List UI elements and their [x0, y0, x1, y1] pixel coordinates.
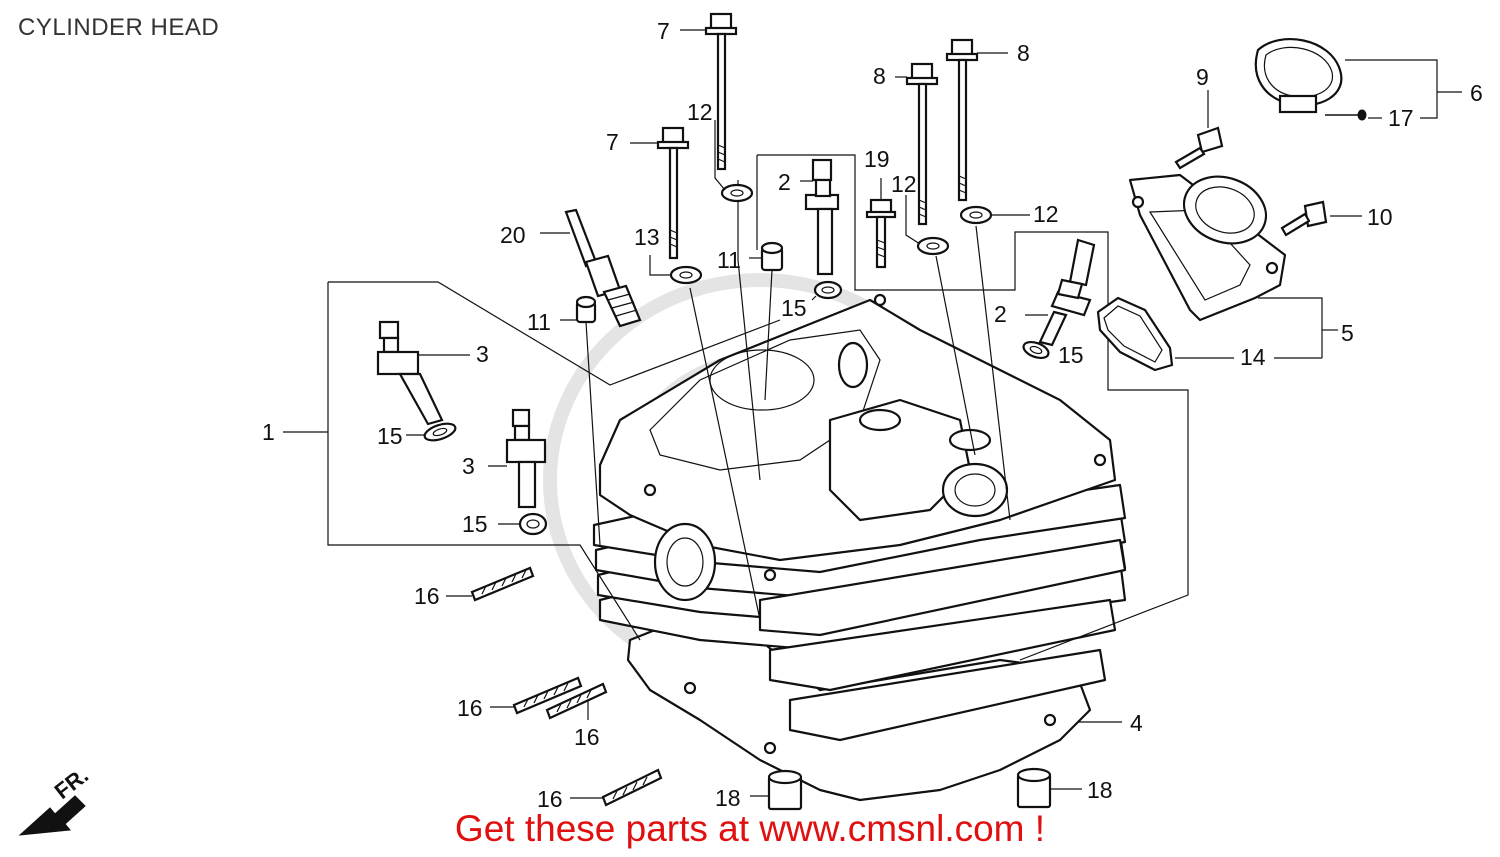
o-ring-15d: [1022, 340, 1050, 360]
bolt-10: [1280, 200, 1362, 237]
callout-2b: 2: [994, 301, 1007, 327]
assembly-bracket-1: [283, 281, 781, 641]
dowel-pin-18a: [750, 769, 803, 811]
assembly-bracket-2: [756, 154, 1189, 661]
front-label: FR.: [50, 762, 93, 804]
callout-labels: 7 7 8 8 9 6 17 10 12 12 12 2 2 19 20 13 …: [262, 18, 1483, 812]
callout-7a: 7: [657, 18, 670, 44]
callout-7b: 7: [606, 129, 619, 155]
washer-13: [649, 255, 703, 285]
bolt-9: [1174, 90, 1224, 170]
callout-17: 17: [1388, 105, 1414, 131]
head-bolt-7b: [630, 126, 761, 621]
valve-guide-3b: [488, 408, 547, 509]
callout-2a: 2: [778, 169, 791, 195]
callout-4: 4: [1130, 710, 1143, 736]
callout-11b: 11: [527, 309, 551, 335]
callout-5: 5: [1341, 320, 1354, 346]
dowel-pin-18b: [1016, 767, 1082, 809]
callout-15b: 15: [462, 511, 488, 537]
o-ring-15a: [406, 422, 457, 442]
callout-13: 13: [634, 224, 660, 250]
head-bolt-8a: [895, 62, 976, 456]
cap-nut-11a: [749, 241, 784, 401]
assembly-bracket-6: [1345, 59, 1462, 119]
callout-16b: 16: [457, 695, 483, 721]
o-ring-15b: [498, 512, 548, 536]
callout-20: 20: [500, 222, 526, 248]
callout-15d: 15: [1058, 342, 1084, 368]
callout-16a: 16: [414, 583, 440, 609]
stud-16a: [446, 566, 535, 602]
callout-3b: 3: [462, 453, 475, 479]
o-ring-14: [1096, 296, 1234, 372]
page-title: CYLINDER HEAD: [18, 14, 220, 41]
washer-12a: [714, 120, 754, 203]
bolt-19: [865, 178, 897, 269]
callout-12a: 12: [687, 99, 713, 125]
valve-guide-2b: [1025, 238, 1096, 347]
valve-guide-2a: [800, 158, 840, 276]
callout-12b: 12: [891, 171, 917, 197]
front-direction-arrow-icon: [18, 795, 86, 836]
intake-pipe-5: [1128, 173, 1287, 322]
screw-17: [1325, 109, 1382, 121]
stud-16c: [545, 682, 608, 720]
cylinder-head-body: [592, 293, 1127, 802]
callout-18a: 18: [715, 785, 741, 811]
callout-12c: 12: [1033, 201, 1059, 227]
callout-10: 10: [1367, 204, 1393, 230]
head-bolt-8b: [945, 38, 1011, 521]
callout-3a: 3: [476, 341, 489, 367]
callout-16d: 16: [537, 786, 563, 812]
stud-16b: [490, 676, 583, 715]
stud-16d: [570, 768, 663, 807]
cap-nut-11b: [560, 295, 601, 546]
o-ring-15c: [811, 280, 843, 301]
callout-15a: 15: [377, 423, 403, 449]
callout-11a: 11: [717, 247, 741, 273]
callout-1: 1: [262, 419, 275, 445]
callout-14: 14: [1240, 344, 1266, 370]
callout-9: 9: [1196, 64, 1209, 90]
washer-12b: [905, 195, 950, 256]
callout-6: 6: [1470, 80, 1483, 106]
assembly-bracket-5: [1258, 297, 1338, 359]
callout-19: 19: [864, 146, 890, 172]
callout-16c: 16: [574, 724, 600, 750]
valve-guide-3a: [376, 320, 470, 426]
hose-clamp-6: [1254, 37, 1343, 114]
spark-plug-20: [540, 208, 642, 328]
callout-8b: 8: [1017, 40, 1030, 66]
callout-18b: 18: [1087, 777, 1113, 803]
callout-15c: 15: [781, 295, 807, 321]
head-bolt-7a: [680, 12, 761, 481]
callout-8a: 8: [873, 63, 886, 89]
promo-link[interactable]: Get these parts at www.cmsnl.com !: [454, 808, 1046, 849]
washer-12c: [959, 205, 1030, 225]
